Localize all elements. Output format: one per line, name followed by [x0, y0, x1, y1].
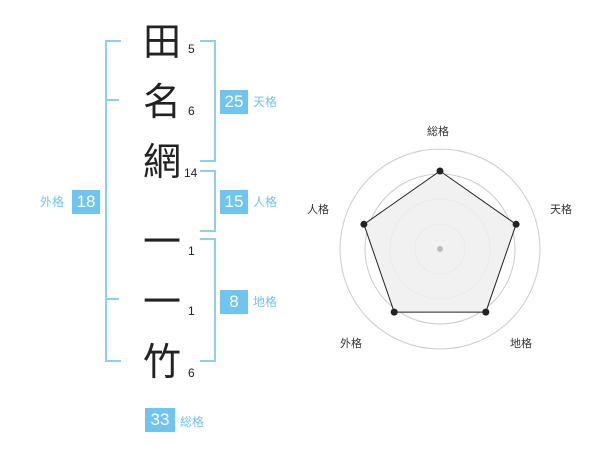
radar-point-3 — [482, 308, 490, 316]
radar-axis-label-chikaku: 地格 — [510, 337, 532, 350]
name-char-5: 一 — [142, 280, 181, 324]
chikaku-bracket — [200, 238, 216, 362]
stroke-count-5: 1 — [188, 304, 195, 318]
radar-shape — [363, 170, 517, 313]
radar-point-5 — [360, 220, 368, 228]
gaikaku-value: 18 — [72, 190, 100, 214]
soukaku-label: 総格 — [180, 415, 205, 429]
radar-axis-label-jinkaku: 人格 — [307, 203, 329, 216]
soukaku-value: 33 — [145, 408, 175, 432]
radar-point-1 — [436, 167, 444, 175]
stroke-count-2: 6 — [188, 104, 195, 118]
chikaku-label: 地格 — [253, 295, 278, 309]
radar-point-4 — [390, 308, 398, 316]
radar-center-dot — [437, 246, 443, 252]
stroke-count-3: 14 — [184, 166, 198, 180]
stroke-count-6: 6 — [188, 366, 195, 380]
gaikaku-bracket — [105, 40, 121, 362]
gaikaku-label: 外格 — [40, 195, 65, 209]
name-char-2: 名 — [142, 80, 181, 124]
gaikaku-bracket-tick-lower — [105, 298, 119, 300]
stroke-count-4: 1 — [188, 244, 195, 258]
radar-points — [360, 167, 520, 316]
jinkaku-bracket — [200, 170, 216, 232]
radar-ring — [339, 148, 541, 350]
radar-polygon — [363, 170, 517, 313]
stroke-count-1: 5 — [188, 42, 195, 56]
radar-axis-label-tenkaku: 天格 — [550, 203, 572, 216]
radar-axis-label-soukaku: 総格 — [427, 125, 449, 138]
jinkaku-value: 15 — [220, 190, 248, 214]
name-char-4: 一 — [142, 220, 181, 264]
radar-point-2 — [512, 220, 520, 228]
tenkaku-bracket — [200, 40, 216, 162]
name-char-3: 網 — [142, 140, 181, 184]
gaikaku-bracket-tick-upper — [105, 99, 119, 101]
name-char-1: 田 — [142, 20, 181, 64]
chikaku-value: 8 — [220, 290, 248, 314]
jinkaku-label: 人格 — [253, 195, 278, 209]
name-char-6: 竹 — [142, 340, 181, 384]
radar-axis-label-gaikaku: 外格 — [340, 337, 362, 350]
tenkaku-label: 天格 — [253, 95, 278, 109]
tenkaku-value: 25 — [220, 90, 248, 114]
